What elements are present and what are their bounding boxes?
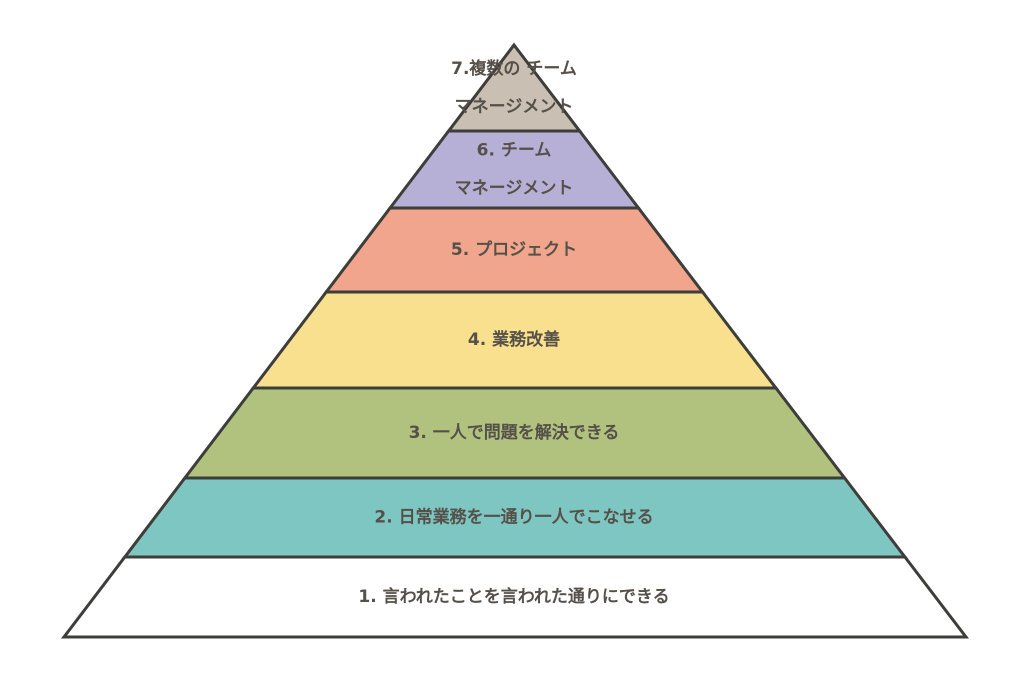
tier-6-label-line-2: マネージメント <box>455 179 574 199</box>
tier-2-label-line-1: 2. 日常業務を一通り一人でこなせる <box>374 507 653 528</box>
tier-4-label-line-1: 4. 業務改善 <box>468 329 560 350</box>
tier-6-label-line-1: 6. チーム <box>477 141 552 161</box>
pyramid-tier-7 <box>445 42 583 133</box>
tier-7-label-line-2: マネージメント <box>455 97 574 117</box>
pyramid-tier-1 <box>60 555 970 639</box>
tier-1-label-line-1: 1. 言われたことを言われた通りにできる <box>358 586 669 607</box>
tier-3-label-line-1: 3. 一人で問題を解決できる <box>409 422 620 443</box>
tier-5-label-line-1: 5. プロジェクト <box>451 239 577 260</box>
tier-7-label-line-1: 7.複数の チーム <box>451 58 577 79</box>
